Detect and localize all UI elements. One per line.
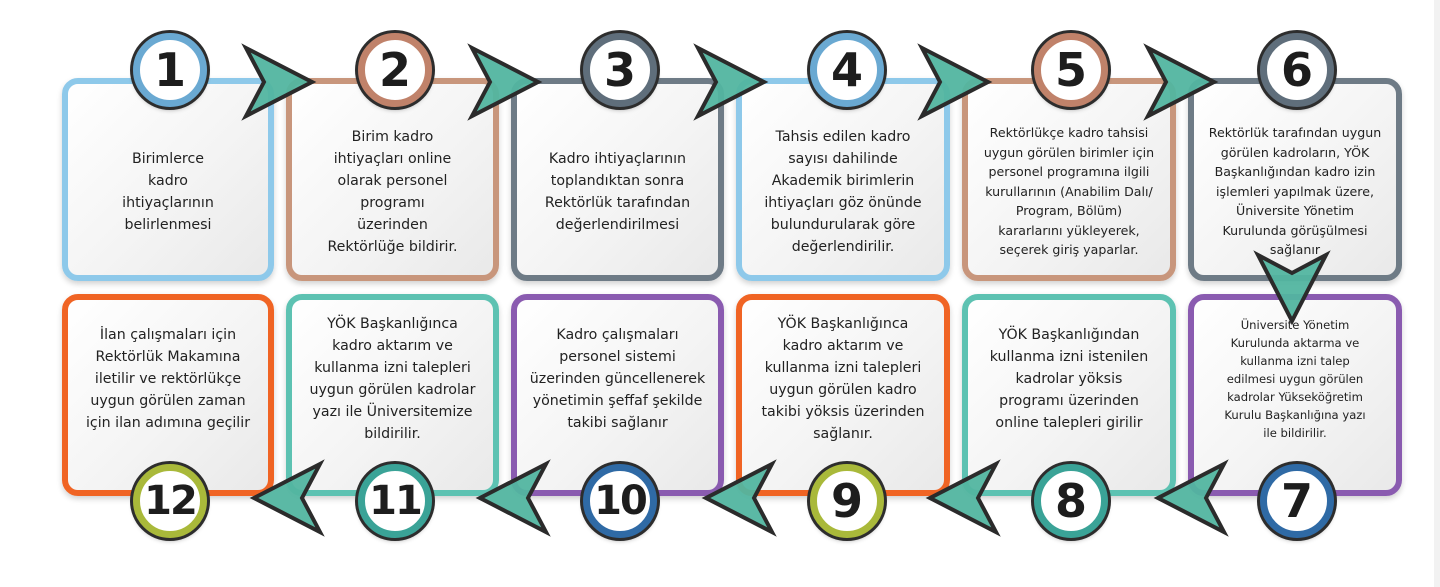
arrow-left-icon [925, 459, 1001, 537]
arrow-right-icon [241, 43, 317, 121]
arrow-shape [241, 43, 317, 121]
arrow-right-icon [693, 43, 769, 121]
step-number-3: 3 [583, 33, 657, 107]
step-number-4: 4 [810, 33, 884, 107]
step-number-12: 12 [133, 464, 207, 538]
step-number-5: 5 [1034, 33, 1108, 107]
step-number-11: 11 [358, 464, 432, 538]
arrow-shape [917, 43, 993, 121]
arrow-left-icon [701, 459, 777, 537]
step-number-7: 7 [1260, 464, 1334, 538]
arrow-left-icon [1153, 459, 1229, 537]
arrow-shape [925, 459, 1001, 537]
arrow-shape [693, 43, 769, 121]
step-number-10: 10 [583, 464, 657, 538]
arrow-shape [1153, 459, 1229, 537]
step-number-8: 8 [1034, 464, 1108, 538]
arrow-shape [467, 43, 543, 121]
arrow-right-icon [1143, 43, 1219, 121]
arrow-left-icon [475, 459, 551, 537]
arrow-shape [1253, 250, 1331, 326]
arrow-shape [249, 459, 325, 537]
arrow-right-icon [917, 43, 993, 121]
step-number-1: 1 [133, 33, 207, 107]
arrow-right-icon [467, 43, 543, 121]
arrow-shape [475, 459, 551, 537]
arrow-left-icon [249, 459, 325, 537]
arrow-down-icon [1253, 250, 1331, 326]
arrow-shape [1143, 43, 1219, 121]
step-number-9: 9 [810, 464, 884, 538]
scrollbar-track[interactable] [1434, 0, 1440, 587]
step-number-2: 2 [358, 33, 432, 107]
step-number-6: 6 [1260, 33, 1334, 107]
arrow-shape [701, 459, 777, 537]
